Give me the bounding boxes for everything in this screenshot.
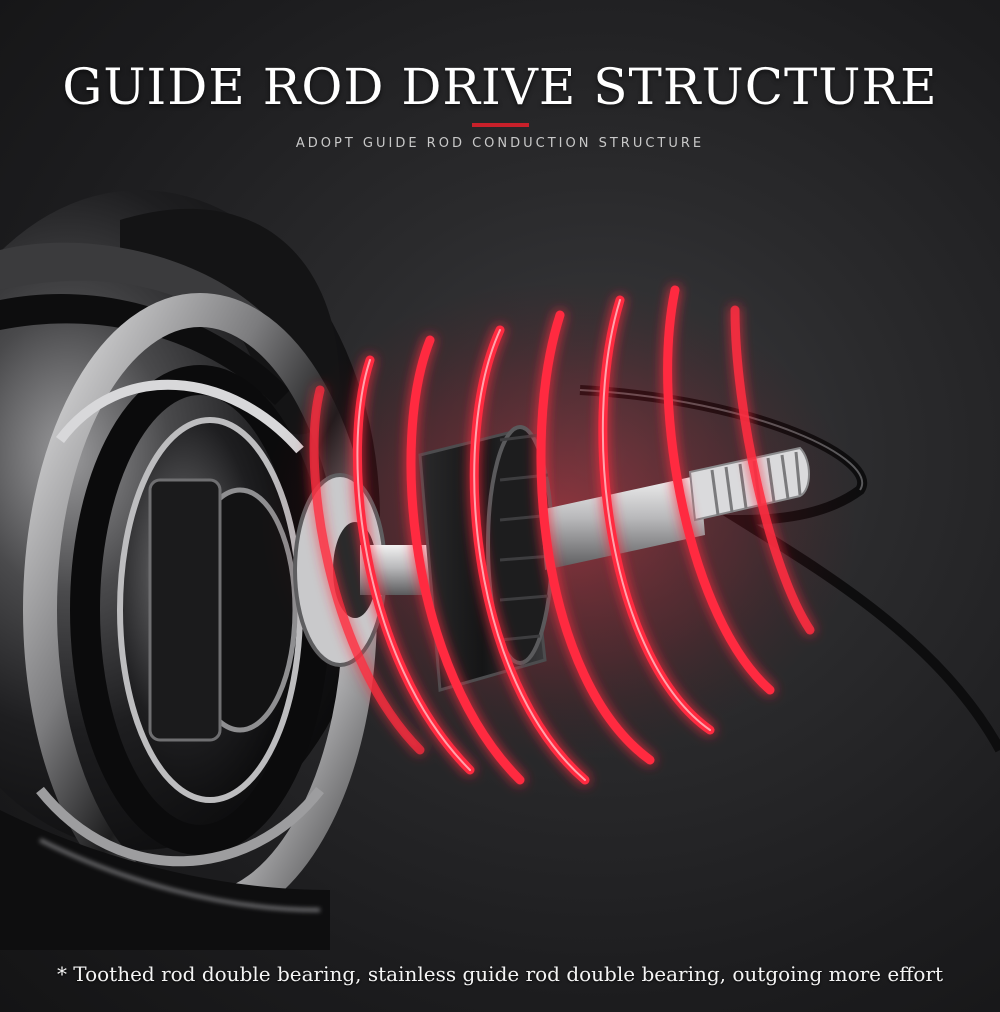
- page-title: GUIDE ROD DRIVE STRUCTURE: [62, 58, 938, 116]
- reel-lower-frame: [0, 810, 330, 950]
- feature-caption: * Toothed rod double bearing, stainless …: [56, 962, 944, 986]
- page-subtitle: ADOPT GUIDE ROD CONDUCTION STRUCTURE: [295, 136, 705, 151]
- title-accent-divider: [472, 123, 529, 127]
- guide-rod: [540, 446, 810, 570]
- reel-mechanism-illustration: [0, 190, 1000, 950]
